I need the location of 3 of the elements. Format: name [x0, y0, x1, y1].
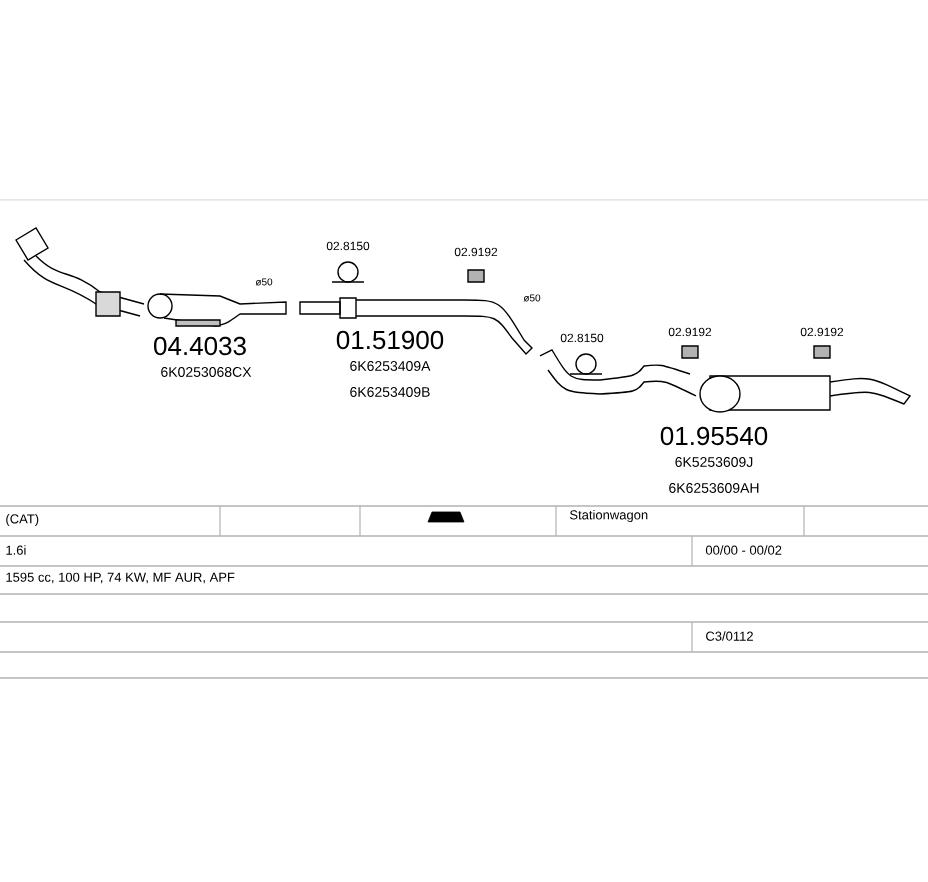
- part-number: 01.95540: [660, 426, 768, 446]
- part-number: 04.4033: [154, 336, 246, 356]
- part-number: 01.51900: [336, 330, 444, 350]
